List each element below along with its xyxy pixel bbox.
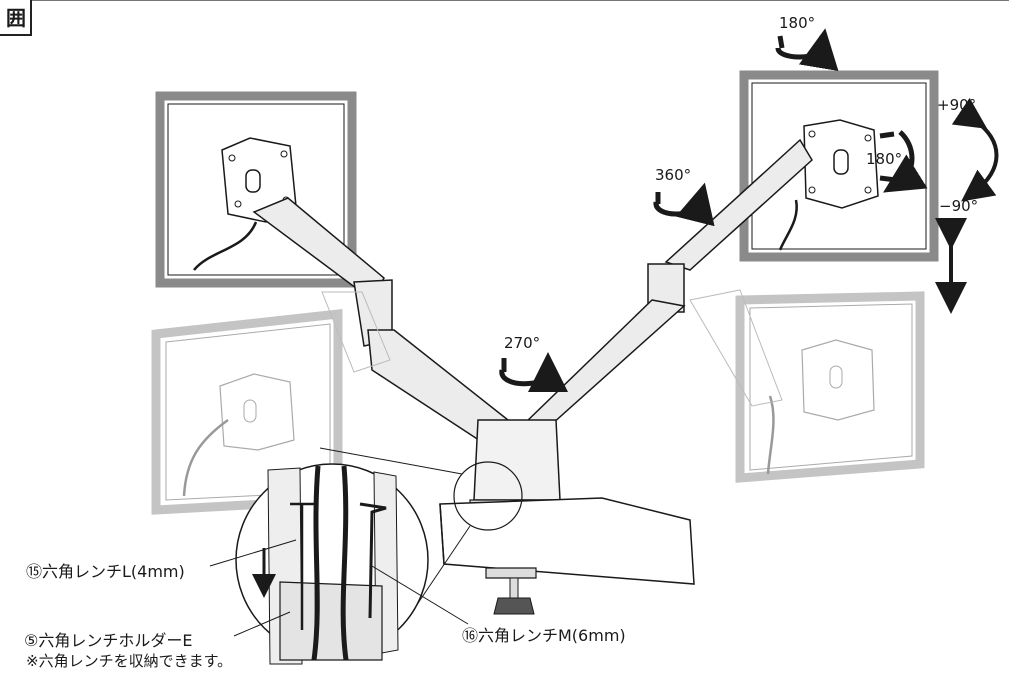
figure-corner-label: 囲	[0, 0, 32, 36]
leader-holder-e	[233, 611, 291, 637]
rotation-arrow-180-right	[879, 130, 928, 193]
rotation-label-180-top: 180°	[779, 14, 816, 32]
callout-wrench-m: ⑯六角レンチM(6mm)	[462, 626, 626, 645]
rotation-arrow-180-top	[775, 28, 839, 72]
left-arm	[252, 197, 509, 447]
right-ghost-vesa-plate	[801, 339, 875, 421]
rotation-label-360: 360°	[655, 166, 692, 184]
right-ghost-monitor-frame	[735, 291, 925, 483]
rotation-arrow-270	[499, 352, 568, 393]
leader-wrench-l	[209, 539, 297, 567]
zoom-connector-top	[319, 447, 463, 475]
rotation-label-270: 270°	[504, 334, 541, 352]
callout-holder-note: ※六角レンチを収納できます。	[26, 652, 233, 670]
rotation-label-180-right: 180°	[866, 150, 903, 168]
leader-wrench-m	[371, 565, 469, 625]
left-vesa-plate	[221, 137, 297, 223]
zoom-source-circle	[453, 461, 523, 531]
desk-clamp	[485, 567, 537, 615]
callout-holder-e: ⑤六角レンチホルダーE	[24, 631, 193, 650]
callout-wrench-l: ⑮六角レンチL(4mm)	[26, 562, 185, 581]
tilt-arc-arrow	[951, 97, 999, 202]
left-ghost-vesa-plate	[219, 373, 295, 451]
rotation-arrow-360	[653, 182, 715, 227]
zoom-detail	[235, 463, 429, 665]
desk	[439, 497, 695, 585]
left-ghost-cable	[182, 418, 229, 497]
right-vesa-plate	[803, 119, 879, 209]
tilt-down-label: −90°	[939, 197, 979, 215]
right-ghost-cable	[766, 395, 775, 475]
top-divider	[32, 0, 1009, 1]
right-cable	[778, 199, 798, 251]
tilt-up-label: +90°	[937, 96, 977, 114]
left-cable	[193, 221, 258, 271]
left-monitor-frame	[155, 91, 357, 288]
